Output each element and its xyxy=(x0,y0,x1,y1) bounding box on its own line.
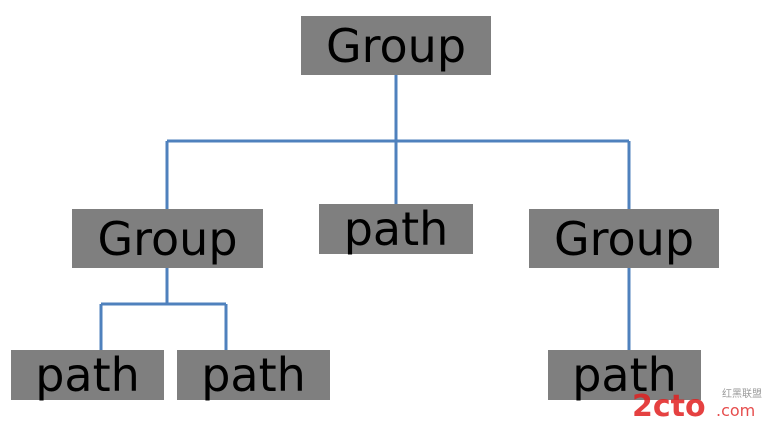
node-right-group: Group xyxy=(529,209,719,268)
watermark-domain-text: .com xyxy=(716,401,755,420)
watermark-logo: 2cto .com 红黑联盟 xyxy=(632,387,762,420)
node-left-path-2: path xyxy=(177,350,330,400)
watermark-logo-text: 2cto xyxy=(632,389,706,420)
watermark-tagline: 红黑联盟 xyxy=(722,387,762,400)
node-middle-path: path xyxy=(319,204,473,254)
node-right-path: path xyxy=(548,350,701,400)
node-left-path-1: path xyxy=(11,350,164,400)
node-root-group: Group xyxy=(301,16,491,75)
node-left-group: Group xyxy=(72,209,263,268)
